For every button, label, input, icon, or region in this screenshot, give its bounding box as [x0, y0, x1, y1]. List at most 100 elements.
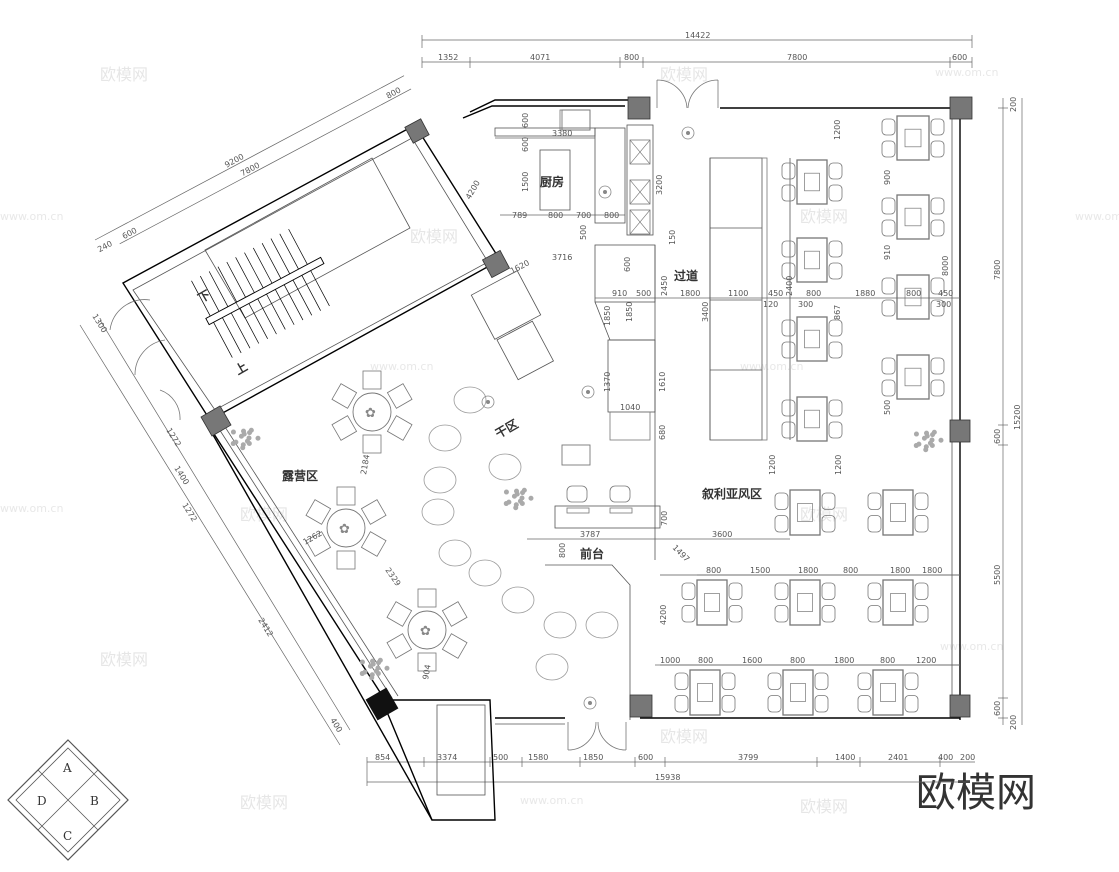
door[interactable]	[109, 299, 181, 421]
door[interactable]	[567, 721, 627, 751]
plant-leaf	[528, 495, 534, 501]
chair	[881, 197, 896, 215]
table-top	[782, 669, 814, 716]
pillar	[365, 687, 399, 721]
plant-leaf	[233, 439, 239, 445]
chair	[828, 162, 843, 180]
doors	[109, 79, 719, 751]
dim-label: 7800	[993, 260, 1002, 280]
chair	[930, 140, 945, 158]
dim-label: 800	[790, 656, 805, 665]
dining-table	[781, 159, 843, 205]
dim-label: 1000	[660, 656, 680, 665]
dim-label: 789	[512, 211, 527, 220]
chair	[881, 379, 896, 397]
watermark-url: www.om.cn	[1075, 210, 1119, 223]
dim-label: 450	[768, 289, 783, 298]
chair	[331, 383, 358, 409]
stepping-stone	[438, 539, 472, 567]
chair	[774, 492, 789, 510]
stair-tread	[235, 257, 255, 293]
dim-label: 15938	[655, 773, 680, 782]
door[interactable]	[656, 79, 719, 109]
dim-label: 1500	[750, 566, 770, 575]
dim-label: 1370	[603, 372, 612, 392]
dim-label: 1352	[438, 53, 458, 62]
chair	[774, 582, 789, 600]
stove-burner	[629, 209, 651, 235]
chair	[828, 240, 843, 258]
watermark-url: www.om.cn	[940, 640, 1003, 653]
table-top	[896, 115, 930, 161]
person-figure	[581, 385, 595, 399]
stove-burner	[629, 179, 651, 205]
table-top	[896, 194, 930, 240]
dim-label: 600	[521, 137, 530, 152]
chair	[386, 383, 413, 409]
compass-rose: A B C D	[7, 739, 129, 861]
dim-label: 300	[798, 300, 813, 309]
dim-label: 2329	[383, 566, 402, 588]
table-inlay	[904, 367, 922, 387]
right-dimensions: 200 7800 600 5500 600 200 15200	[993, 97, 1023, 730]
stair-tread	[244, 252, 264, 289]
chair	[767, 672, 782, 690]
person-figure	[598, 185, 612, 199]
dining-table	[781, 237, 843, 283]
chair	[881, 357, 896, 375]
dim-label: 1497	[671, 543, 692, 564]
dim-label: 2400	[785, 276, 794, 296]
stair-tread	[275, 289, 295, 325]
dim-label: 1100	[728, 289, 748, 298]
plant-icon	[913, 429, 944, 453]
chair	[441, 633, 468, 659]
pillar	[200, 405, 232, 437]
round-table: ✿	[386, 588, 468, 672]
person-figure	[586, 390, 590, 394]
stair-tread	[208, 271, 229, 307]
pillar	[629, 694, 653, 718]
dim-label: 3600	[712, 530, 732, 539]
dim-label: 2184	[359, 454, 371, 476]
table-inlay	[790, 683, 806, 702]
dining-table	[767, 669, 829, 716]
chair	[930, 118, 945, 136]
dining-table	[867, 489, 929, 536]
person-figure	[603, 190, 607, 194]
chair	[930, 379, 945, 397]
stove-burner	[629, 139, 651, 165]
stepping-stone	[421, 498, 455, 526]
dim-label: 1040	[620, 403, 640, 412]
chair	[867, 492, 882, 510]
furniture: ✿✿✿	[230, 109, 945, 716]
stepping-stone	[428, 424, 462, 452]
table-decor: ✿	[339, 522, 350, 537]
watermark-url: www.om.cn	[370, 360, 433, 373]
dining-table	[674, 669, 736, 716]
table-inlay	[797, 503, 813, 522]
stair-tread	[266, 293, 286, 330]
room-label-camping-zone: 露营区	[282, 468, 318, 483]
dim-label: 1800	[834, 656, 854, 665]
chair	[336, 550, 356, 570]
chair	[781, 421, 796, 439]
person-figure	[588, 701, 592, 705]
chair	[331, 415, 358, 441]
dim-label: 15200	[1013, 405, 1022, 430]
dining-table	[867, 579, 929, 626]
dim-label: 3787	[580, 530, 600, 539]
table-inlay	[904, 207, 922, 227]
chair	[828, 184, 843, 202]
chair	[681, 582, 696, 600]
dim-label: 1800	[798, 566, 818, 575]
dim-label: 1880	[855, 289, 875, 298]
plant-icon	[359, 657, 390, 681]
chair	[881, 140, 896, 158]
stair-tread	[200, 275, 220, 312]
dim-label: 800	[906, 289, 921, 298]
room-label-reception: 前台	[580, 546, 604, 561]
chair	[867, 605, 882, 623]
stair-tread	[248, 303, 268, 339]
table-top	[882, 489, 914, 536]
dim-label: 1200	[768, 455, 777, 475]
